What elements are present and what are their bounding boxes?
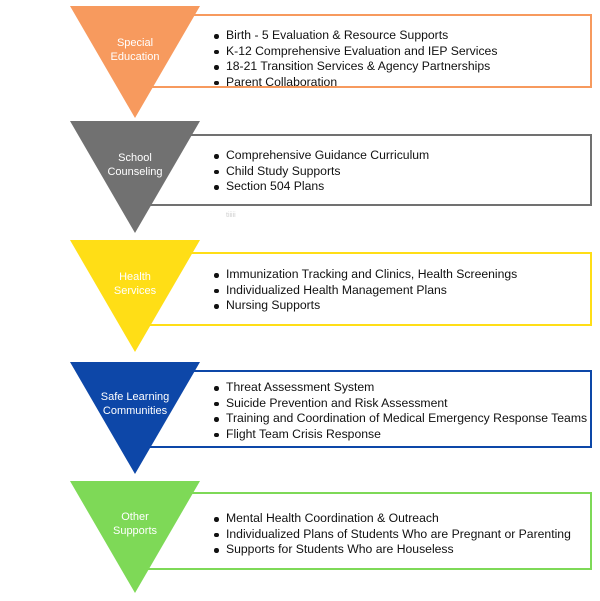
health-services-list: Immunization Tracking and Clinics, Healt… bbox=[212, 267, 586, 314]
safe-learning-box: Threat Assessment System Suicide Prevent… bbox=[140, 370, 592, 448]
list-item: K-12 Comprehensive Evaluation and IEP Se… bbox=[212, 44, 586, 60]
list-item: Nursing Supports bbox=[212, 298, 586, 314]
school-counseling-triangle: School Counseling bbox=[70, 121, 200, 241]
list-item: Section 504 Plans bbox=[212, 179, 586, 195]
list-item: Parent Collaboration bbox=[212, 75, 586, 91]
special-education-label: Special Education bbox=[110, 37, 160, 63]
other-supports-label: Other Supports bbox=[112, 511, 158, 537]
faint-mark: tiiiii bbox=[226, 212, 236, 219]
list-item: Flight Team Crisis Response bbox=[212, 427, 586, 443]
safe-learning-list: Threat Assessment System Suicide Prevent… bbox=[212, 380, 587, 443]
safe-learning-triangle: Safe Learning Communities bbox=[70, 362, 200, 482]
list-item: Suicide Prevention and Risk Assessment bbox=[212, 396, 586, 412]
list-item: Comprehensive Guidance Curriculum bbox=[212, 148, 586, 164]
special-education-triangle: Special Education bbox=[70, 6, 200, 126]
health-services-triangle: Health Services bbox=[70, 240, 200, 360]
school-counseling-list: Comprehensive Guidance Curriculum Child … bbox=[212, 148, 586, 195]
list-item: Mental Health Coordination & Outreach bbox=[212, 511, 586, 527]
other-supports-list: Mental Health Coordination & Outreach In… bbox=[212, 511, 586, 558]
other-supports-box: Mental Health Coordination & Outreach In… bbox=[140, 492, 592, 570]
list-item: Individualized Plans of Students Who are… bbox=[212, 527, 586, 543]
health-services-box: Immunization Tracking and Clinics, Healt… bbox=[140, 252, 592, 326]
school-counseling-box: Comprehensive Guidance Curriculum Child … bbox=[140, 134, 592, 206]
health-services-label: Health Services bbox=[113, 271, 157, 297]
safe-learning-label: Safe Learning Communities bbox=[100, 391, 170, 417]
list-item: Birth - 5 Evaluation & Resource Supports bbox=[212, 28, 586, 44]
list-item: Supports for Students Who are Houseless bbox=[212, 542, 586, 558]
list-item: Child Study Supports bbox=[212, 164, 586, 180]
list-item: 18-21 Transition Services & Agency Partn… bbox=[212, 59, 586, 75]
list-item: Individualized Health Management Plans bbox=[212, 283, 586, 299]
other-supports-triangle: Other Supports bbox=[70, 481, 200, 601]
list-item: Threat Assessment System bbox=[212, 380, 586, 396]
list-item: Training and Coordination of Medical Eme… bbox=[212, 411, 587, 427]
school-counseling-label: School Counseling bbox=[107, 152, 163, 178]
list-item: Immunization Tracking and Clinics, Healt… bbox=[212, 267, 586, 283]
special-education-box: Birth - 5 Evaluation & Resource Supports… bbox=[140, 14, 592, 90]
special-education-list: Birth - 5 Evaluation & Resource Supports… bbox=[212, 28, 586, 90]
